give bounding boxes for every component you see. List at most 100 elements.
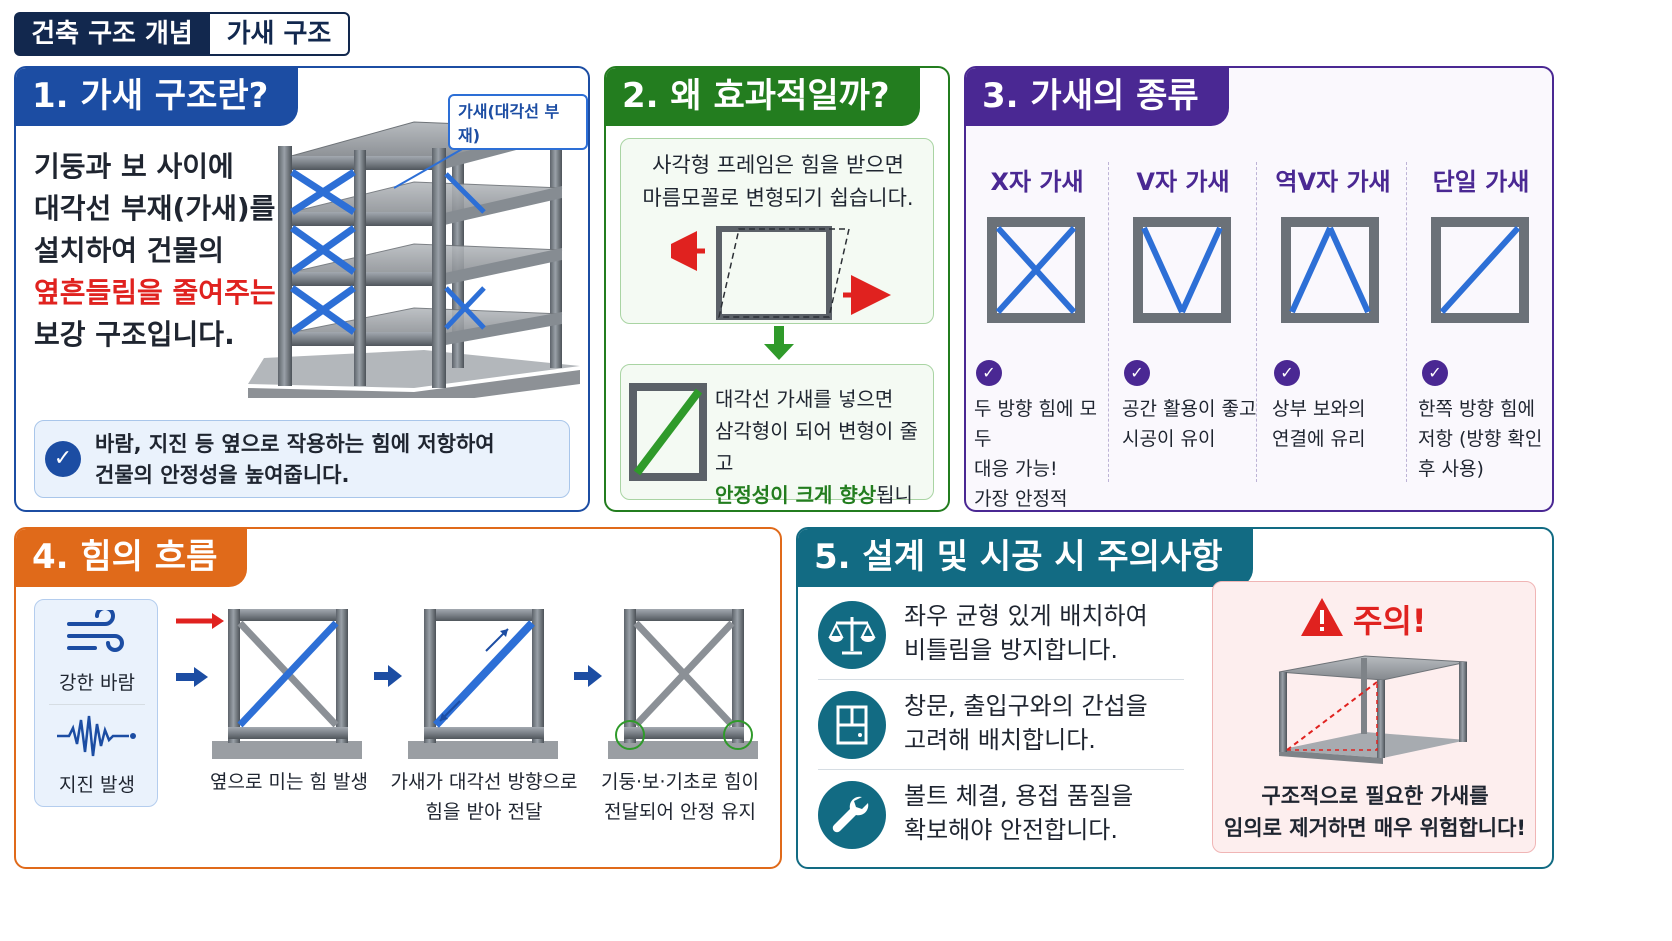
type-x-name: X자 가새 (990, 168, 1084, 196)
precaution-item1-line: 비틀림을 방지합니다. (904, 636, 1118, 664)
check-circle-icon: ✓ (45, 441, 81, 477)
section1-description: 기둥과 보 사이에 대각선 부재(가새)를 설치하여 건물의 옆흔들림을 줄여주… (34, 146, 276, 356)
flow-step1-label: 옆으로 미는 힘 발생 (194, 767, 384, 797)
flow-step1-line: 옆으로 미는 힘 발생 (210, 771, 368, 793)
wind-cause-label: 강한 바람 (59, 672, 135, 694)
section2-bottom-line2: 삼각형이 되어 변형이 줄고 (715, 419, 919, 475)
type-x-desc-line: 가장 안정적 (974, 488, 1068, 510)
section2-bottom-tail: 됩니다! (876, 483, 913, 507)
caution-line: 구조적으로 필요한 가새를 (1261, 784, 1489, 808)
check-circle-icon: ✓ (976, 360, 1002, 386)
type-x-desc-line: 두 방향 힘에 모두 (974, 398, 1097, 450)
type-single-desc-line: 한쪽 방향 힘에 (1418, 398, 1535, 420)
section2-top-line2: 마름모꼴로 변형되기 쉽습니다. (642, 186, 914, 210)
precaution-item2-text: 창문, 출입구와의 간섭을 고려해 배치합니다. (904, 689, 1148, 757)
section-bracing-types: 3. 가새의 종류 X자 가새 ✓ 두 방향 힘에 모두 대응 가능! 가장 안… (964, 66, 1554, 512)
flow-step2-line: 힘을 받아 전달 (425, 801, 543, 823)
section1-note-line1: 바람, 지진 등 옆으로 작용하는 힘에 저항하여 (95, 432, 495, 456)
section2-bottom-line3: 안정성이 크게 향상됩니다! (715, 479, 935, 510)
type-divider (1108, 162, 1109, 482)
type-v-desc: 공간 활용이 좋고 시공이 유이 (1122, 394, 1262, 454)
section2-top-text: 사각형 프레임은 힘을 받으면 마름모꼴로 변형되기 쉽습니다. (621, 149, 935, 215)
section2-bottom-line1: 대각선 가새를 넣으면 (715, 387, 894, 411)
section2-bottom-box: 대각선 가새를 넣으면 삼각형이 되어 변형이 줄고 안정성이 크게 향상됩니다… (620, 364, 934, 507)
section1-line5: 보강 구조입니다. (34, 318, 235, 351)
v-brace-frame-icon (1133, 217, 1231, 323)
check-circle-icon: ✓ (1422, 360, 1448, 386)
flow-arrow-icon (374, 665, 402, 687)
section-why-effective: 2. 왜 효과적일까? 사각형 프레임은 힘을 받으면 마름모꼴로 변형되기 쉽… (604, 66, 950, 512)
load-causes-box: 강한 바람 지진 발생 (34, 599, 158, 807)
caution-title: 주의! (1353, 602, 1427, 640)
section1-line2: 대각선 부재(가새)를 (34, 192, 276, 225)
window-door-icon (818, 691, 886, 759)
deforming-frame-diagram (671, 226, 891, 320)
precaution-item1-line: 좌우 균형 있게 배치하여 (904, 602, 1148, 630)
section1-note: ✓ 바람, 지진 등 옆으로 작용하는 힘에 저항하여 건물의 안정성을 높여줍… (34, 420, 570, 498)
section1-line1: 기둥과 보 사이에 (34, 150, 234, 183)
type-x-desc: 두 방향 힘에 모두 대응 가능! 가장 안정적 (974, 394, 1114, 510)
section2-title: 2. 왜 효과적일까? (606, 68, 920, 126)
section2-top-line1: 사각형 프레임은 힘을 받으면 (652, 153, 904, 177)
balance-scale-icon (818, 601, 886, 669)
quake-cause-label: 지진 발생 (59, 774, 135, 796)
bracing-callout-label: 가새(대각선 부재) (448, 94, 588, 150)
precaution-divider (818, 769, 1184, 770)
inverted-v-brace-frame-icon (1281, 217, 1379, 323)
section5-title: 5. 설계 및 시공 시 주의사항 (798, 529, 1253, 587)
braced-frame-diagram (629, 383, 707, 481)
section-force-flow: 4. 힘의 흐름 강한 바람 지진 발생 옆으로 미는 힘 발생 (14, 527, 782, 869)
lateral-force-frame (176, 609, 362, 759)
stability-highlight: 안정성이 크게 향상 (715, 483, 877, 507)
section3-title: 3. 가새의 종류 (966, 68, 1229, 126)
diagonal-transfer-frame (408, 609, 558, 759)
section1-highlight: 옆흔들림을 줄여주는 (34, 276, 276, 309)
check-circle-icon: ✓ (1124, 360, 1150, 386)
section2-bottom-text: 대각선 가새를 넣으면 삼각형이 되어 변형이 줄고 안정성이 크게 향상됩니다… (715, 383, 935, 510)
section1-note-text: 바람, 지진 등 옆으로 작용하는 힘에 저항하여 건물의 안정성을 높여줍니다… (95, 429, 495, 491)
flow-step2-line: 가새가 대각선 방향으로 (390, 771, 578, 793)
precaution-item2-line: 고려해 배치합니다. (904, 726, 1096, 754)
caution-message: 구조적으로 필요한 가새를 임의로 제거하면 매우 위험합니다! (1213, 780, 1537, 844)
caution-line: 임의로 제거하면 매우 위험합니다! (1224, 816, 1526, 840)
type-single-name: 단일 가새 (1432, 168, 1530, 196)
unbraced-frame-illustration (1278, 655, 1468, 764)
type-single-desc: 한쪽 방향 힘에 저항 (방향 확인 후 사용) (1418, 394, 1552, 484)
section-what-is-bracing: 1. 가새 구조란? 기둥과 보 사이에 대각선 부재(가새)를 설치하여 건물… (14, 66, 590, 512)
section4-title: 4. 힘의 흐름 (16, 529, 248, 587)
seismic-wave-icon (57, 715, 136, 757)
check-circle-icon: ✓ (1274, 360, 1300, 386)
section-precautions: 5. 설계 및 시공 시 주의사항 좌우 균형 있게 배치하여 비틀림을 방지합… (796, 527, 1554, 869)
flow-step3-line: 전달되어 안정 유지 (604, 801, 756, 823)
type-divider (1256, 162, 1257, 482)
flow-step3-label: 기둥·보·기초로 힘이 전달되어 안정 유지 (582, 767, 778, 827)
precaution-divider (818, 679, 1184, 680)
type-x-desc-line: 대응 가능! (974, 458, 1058, 480)
type-divider (1406, 162, 1407, 482)
type-inverted-v-desc: 상부 보와의 연결에 유리 (1272, 394, 1412, 454)
section1-line3: 설치하여 건물의 (34, 234, 225, 267)
type-v-desc-line: 공간 활용이 좋고 (1122, 398, 1257, 420)
warning-triangle-icon (1301, 598, 1343, 636)
stable-frame (608, 609, 758, 759)
flow-step2-label: 가새가 대각선 방향으로 힘을 받아 전달 (384, 767, 584, 827)
precaution-item3-text: 볼트 체결, 용접 품질을 확보해야 안전합니다. (904, 779, 1133, 847)
precaution-item2-line: 창문, 출입구와의 간섭을 (904, 692, 1148, 720)
category-tab[interactable]: 건축 구조 개념 (14, 12, 210, 56)
type-inverted-v-desc-line: 상부 보와의 (1272, 398, 1366, 420)
x-brace-frame-icon (987, 217, 1085, 323)
wind-icon (67, 610, 124, 652)
type-single-desc-line: 저항 (방향 확인 (1418, 428, 1543, 450)
precaution-item3-line: 확보해야 안전합니다. (904, 816, 1118, 844)
precaution-item1-text: 좌우 균형 있게 배치하여 비틀림을 방지합니다. (904, 599, 1148, 667)
type-single-desc-line: 후 사용) (1418, 458, 1484, 480)
cause-divider (49, 704, 145, 705)
down-arrow-icon (764, 326, 794, 360)
section1-title: 1. 가새 구조란? (16, 68, 299, 126)
type-v-desc-line: 시공이 유이 (1122, 428, 1216, 450)
flow-arrow-icon (574, 665, 602, 687)
wrench-icon (818, 781, 886, 849)
braced-building-illustration (248, 121, 580, 398)
topic-tab[interactable]: 가새 구조 (208, 12, 350, 56)
type-inverted-v-desc-line: 연결에 유리 (1272, 428, 1366, 450)
